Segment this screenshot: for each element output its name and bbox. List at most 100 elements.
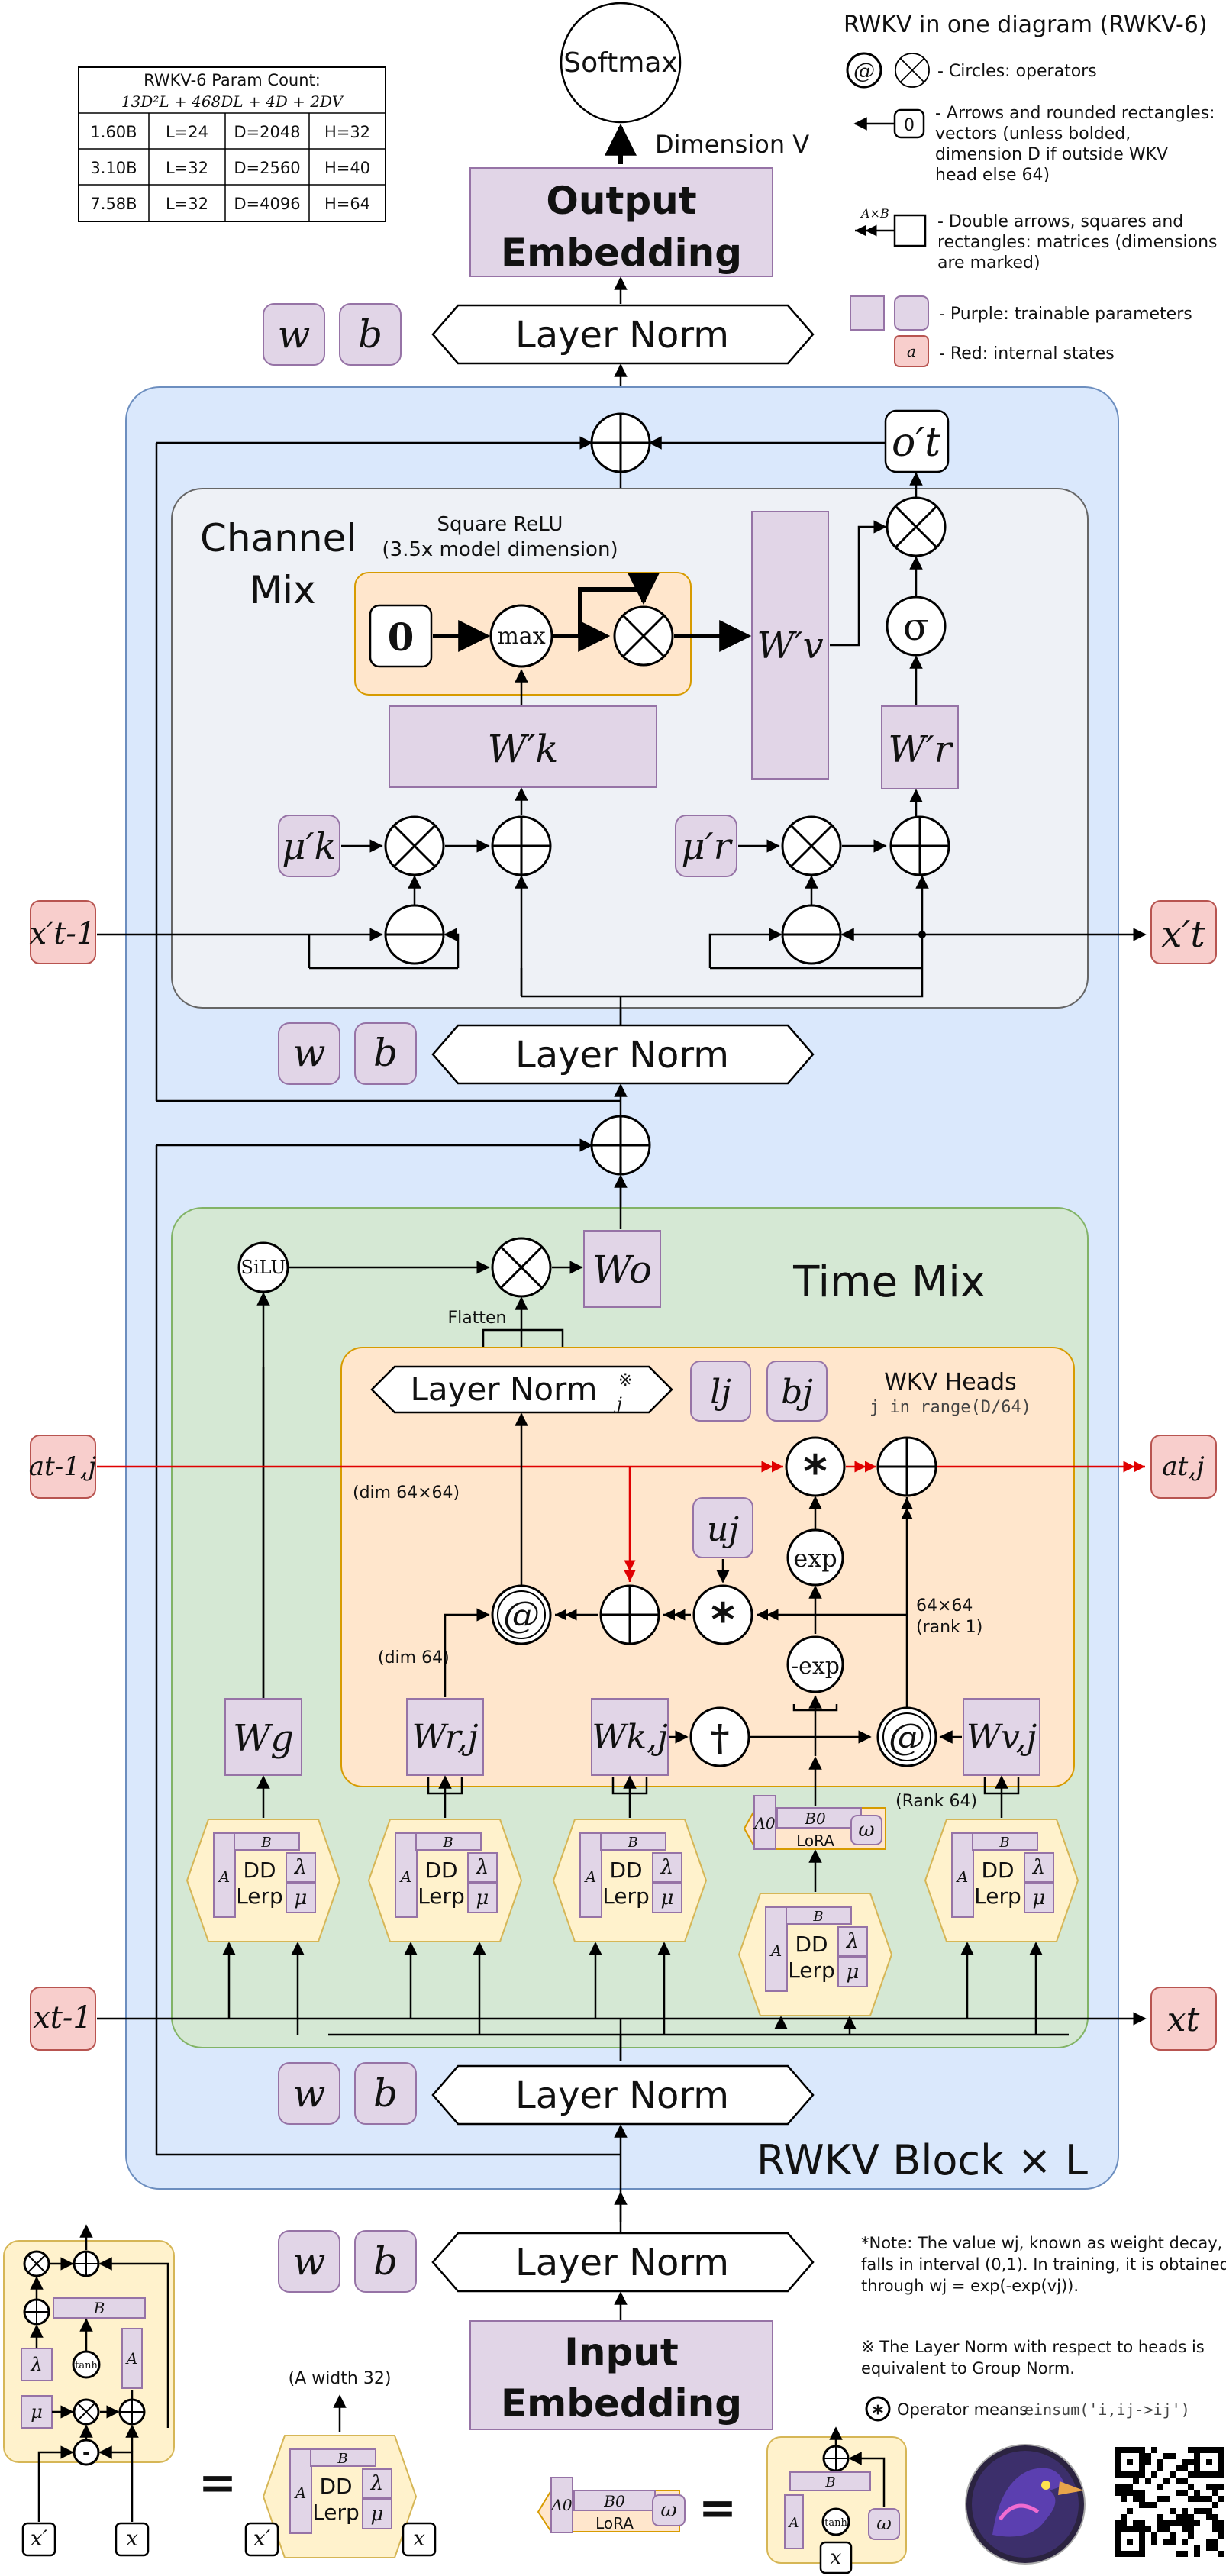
a-next-state <box>1150 1435 1217 1499</box>
residual-add-middle <box>590 1115 651 1176</box>
svg-text:x′t-1: x′t-1 <box>30 916 96 951</box>
svg-text:vectors (unless bolded,: vectors (unless bolded, <box>935 124 1131 144</box>
lora-expansion: A0 B0 LoRA ω = B A tanh ω x <box>537 2426 907 2574</box>
svg-text:W′r: W′r <box>888 728 953 771</box>
param-cell: L=32 <box>166 195 208 213</box>
svg-text:B: B <box>812 1909 823 1925</box>
svg-text:*: * <box>873 2400 884 2426</box>
b-j <box>766 1361 828 1422</box>
svg-text:at,j: at,j <box>1162 1451 1205 1482</box>
input-head: w b Layer Norm Input Embedding <box>278 2191 815 2430</box>
svg-text:Layer Norm: Layer Norm <box>515 2074 729 2117</box>
svg-text:DD: DD <box>243 1858 276 1883</box>
w-g <box>224 1698 302 1776</box>
einsum-icon <box>865 2396 891 2422</box>
svg-text:※: ※ <box>618 1371 632 1390</box>
rank64-label: (Rank 64) <box>895 1792 977 1811</box>
note-group-norm: ※ The Layer Norm with respect to heads i… <box>861 2338 1205 2356</box>
rank1-label: (rank 1) <box>916 1618 982 1637</box>
mix-r-subtract <box>781 904 842 965</box>
svg-text:LoRA: LoRA <box>796 1832 834 1850</box>
svg-text:Lerp: Lerp <box>788 1958 835 1983</box>
qr-code <box>1110 2442 1226 2561</box>
wkv-range: j in range(D/64) <box>869 1398 1031 1417</box>
legend: RWKV in one diagram (RWKV-6) @ - Circles… <box>844 11 1218 367</box>
svg-text:(3.5x model dimension): (3.5x model dimension) <box>382 538 618 561</box>
svg-text:max: max <box>497 623 545 650</box>
exp-operator <box>786 1528 844 1587</box>
svg-text:w: w <box>293 2239 326 2284</box>
matrix-icon <box>893 214 927 247</box>
mix-r-multiply <box>781 815 842 876</box>
w-k-j <box>591 1698 669 1776</box>
param-cell: 7.58B <box>90 195 137 213</box>
output-ln-bias <box>339 303 402 366</box>
svg-text:ω: ω <box>660 2499 676 2522</box>
svg-text:μ′k: μ′k <box>282 825 336 868</box>
svg-text:Layer Norm: Layer Norm <box>515 1034 729 1077</box>
svg-text:o′t: o′t <box>892 420 940 466</box>
ddlerp-expansion: B λ tanh A μ - x′ x = (A width 32) ABDDL… <box>3 2224 437 2558</box>
svg-text:Layer Norm: Layer Norm <box>515 314 729 357</box>
svg-text:tanh: tanh <box>75 2360 98 2371</box>
svg-text:*: * <box>803 1445 827 1499</box>
channel-mix-title: Channel <box>200 516 357 560</box>
svg-text:x′: x′ <box>253 2526 271 2551</box>
svg-text:are marked): are marked) <box>937 253 1040 273</box>
ddlerp-x-prime-input <box>21 2522 56 2557</box>
svg-text:x: x <box>126 2526 138 2551</box>
svg-text:rectangles: matrices (dimensio: rectangles: matrices (dimensions <box>937 233 1218 252</box>
channel-output <box>884 409 950 473</box>
transpose-operator <box>689 1706 750 1767</box>
input-ln-bias <box>354 2230 417 2293</box>
u-j <box>692 1497 753 1558</box>
w-v-j <box>963 1698 1040 1776</box>
svg-text:A: A <box>769 1942 782 1960</box>
a-prev-state <box>30 1435 96 1499</box>
svg-text:b: b <box>358 312 382 357</box>
rwkv-raven-logo <box>965 2444 1086 2565</box>
matrix-dims-icon: A×B <box>860 206 889 221</box>
output-head: Softmax Dimension V Output Embedding w b… <box>263 2 815 414</box>
channel-layer-norm <box>431 1024 815 1085</box>
svg-text:μ: μ <box>476 1887 489 1909</box>
note-line-1: *Note: The value wj, known as weight dec… <box>861 2234 1222 2252</box>
param-cell: 1.60B <box>90 123 137 141</box>
svg-text:- Red: internal states: - Red: internal states <box>939 344 1115 363</box>
svg-text:W′k: W′k <box>487 727 558 771</box>
svg-text:Layer Norm: Layer Norm <box>515 2242 729 2284</box>
output-layer-norm <box>431 304 815 365</box>
svg-text:B: B <box>442 1835 453 1851</box>
svg-text:A: A <box>218 1867 230 1886</box>
vector-icon: 0 <box>904 116 915 135</box>
x-prev-state <box>30 1987 96 2051</box>
svg-text:@: @ <box>503 1593 540 1636</box>
param-cell: D=4096 <box>234 195 300 213</box>
svg-text:†: † <box>710 1717 729 1760</box>
svg-text:lj: lj <box>710 1373 731 1412</box>
dim-64-label: (dim 64) <box>378 1648 450 1667</box>
svg-text:DD: DD <box>424 1858 457 1883</box>
param-cell: L=32 <box>166 159 208 177</box>
svg-text:xt-1: xt-1 <box>33 2000 92 2035</box>
svg-text:einsum('i,ij->ij'): einsum('i,ij->ij') <box>1024 2400 1190 2419</box>
param-cell: 3.10B <box>90 159 137 177</box>
svg-text:λ: λ <box>660 1856 673 1879</box>
svg-text:xt: xt <box>1167 2000 1200 2039</box>
svg-text:B0: B0 <box>804 1809 826 1828</box>
w-r-j <box>406 1698 484 1776</box>
svg-text:b: b <box>373 2071 398 2116</box>
mix-k-multiply <box>384 815 445 876</box>
svg-text:DD: DD <box>981 1858 1014 1883</box>
svg-text:bj: bj <box>781 1373 813 1412</box>
x-next-state <box>1150 1987 1217 2051</box>
param-cell: D=2048 <box>234 123 300 141</box>
mix-k-subtract <box>384 904 445 965</box>
svg-text:Input: Input <box>564 2330 679 2374</box>
rwkv-block-label: RWKV Block × L <box>757 2136 1088 2184</box>
diagram-title: RWKV in one diagram (RWKV-6) <box>844 11 1208 38</box>
param-cell: L=24 <box>166 123 208 141</box>
svg-text:b: b <box>373 2239 398 2284</box>
